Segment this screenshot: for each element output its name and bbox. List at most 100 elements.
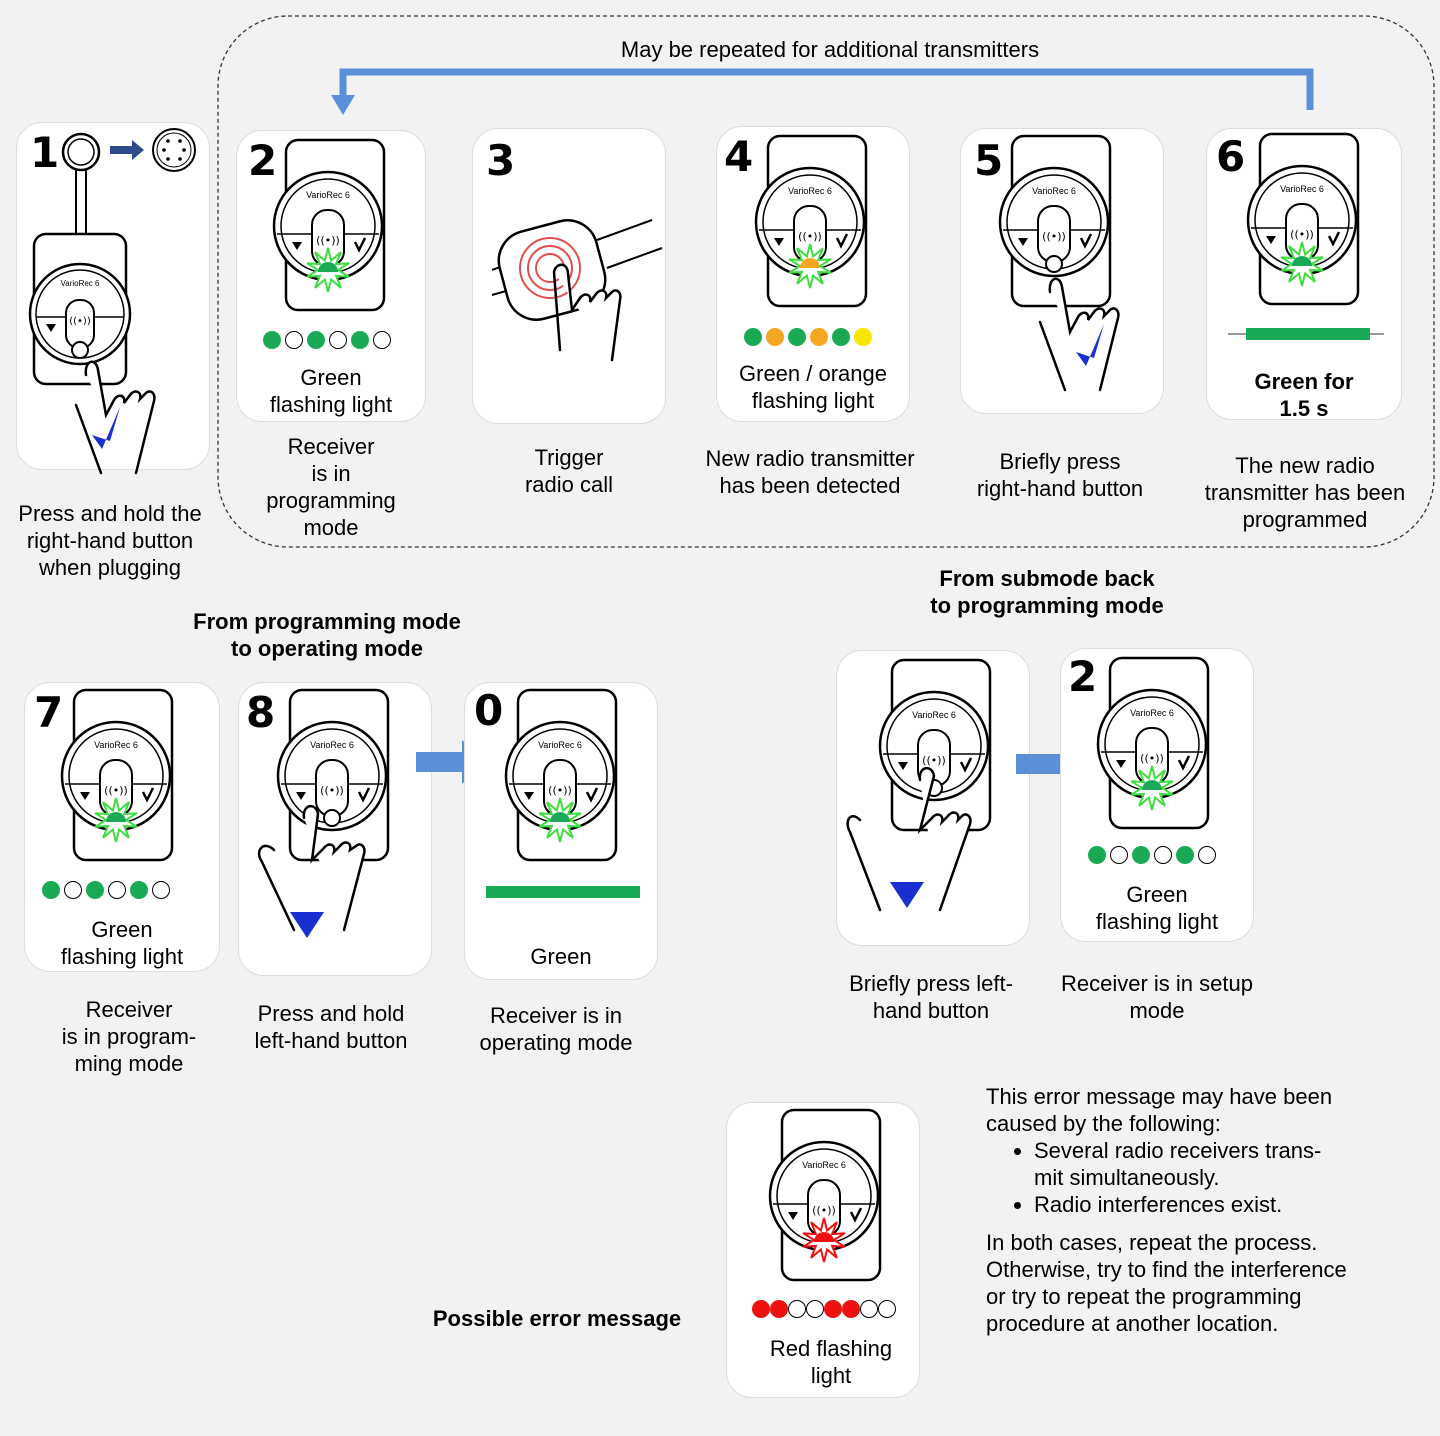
- led-dot: [263, 331, 281, 349]
- svg-text:((•)): ((•)): [69, 316, 91, 327]
- step-number: 8: [246, 688, 276, 737]
- led-dot: [810, 328, 828, 346]
- receiver-device-icon: ((•)) VarioRec 6: [1246, 132, 1360, 306]
- led-dot: [42, 881, 60, 899]
- receiver-device-icon: ((•)) VarioRec 6: [754, 134, 868, 308]
- device-label: VarioRec 6: [538, 740, 582, 750]
- led-pattern: [1088, 846, 1216, 864]
- led-dot: [329, 331, 347, 349]
- device-label: VarioRec 6: [1280, 184, 1324, 194]
- hand-pressing-icon: [257, 805, 366, 938]
- device-label: VarioRec 6: [61, 279, 101, 288]
- device-label: VarioRec 6: [310, 740, 354, 750]
- led-dot: [878, 1300, 896, 1318]
- light-label: Green: [530, 944, 592, 969]
- solid-light-bar: [1246, 328, 1370, 340]
- led-dot: [860, 1300, 878, 1318]
- solid-light-bar: [486, 886, 640, 898]
- receiver-device-icon: ((•)) VarioRec 6: [504, 688, 618, 862]
- led-dot: [307, 331, 325, 349]
- step-number: 5: [974, 136, 1004, 185]
- led-dot: [108, 881, 126, 899]
- plug-connector-illustration: [61, 128, 196, 234]
- led-dot: [86, 881, 104, 899]
- led-dot: [832, 328, 850, 346]
- led-dot: [152, 881, 170, 899]
- step-number: 6: [1216, 132, 1246, 181]
- hand-pressing-icon: [1038, 277, 1120, 392]
- svg-text:((•)): ((•)): [1042, 230, 1066, 243]
- svg-text:((•)): ((•)): [548, 784, 572, 797]
- led-dot: [788, 1300, 806, 1318]
- device-label: VarioRec 6: [94, 740, 138, 750]
- led-dot: [1132, 846, 1150, 864]
- svg-text:((•)): ((•)): [1140, 752, 1164, 765]
- svg-text:((•)): ((•)): [104, 784, 128, 797]
- step-number: 1: [30, 128, 60, 177]
- step-number: 3: [486, 136, 516, 185]
- svg-text:((•)): ((•)): [798, 230, 822, 243]
- device-label: VarioRec 6: [1130, 708, 1174, 718]
- led-dot: [351, 331, 369, 349]
- led-dot: [752, 1300, 770, 1318]
- led-dot: [770, 1300, 788, 1318]
- device-label: VarioRec 6: [912, 710, 956, 720]
- receiver-device-icon: VarioRec 6 ((•)): [28, 232, 132, 386]
- svg-text:((•)): ((•)): [812, 1204, 836, 1217]
- led-dot: [854, 328, 872, 346]
- receiver-device-icon: ((•)) VarioRec 6: [60, 688, 174, 862]
- heading-error: Possible error message: [432, 1306, 682, 1331]
- svg-text:((•)): ((•)): [316, 234, 340, 247]
- step-number: 2: [1068, 652, 1098, 701]
- led-dot: [766, 328, 784, 346]
- led-pattern: [263, 331, 391, 349]
- led-dot: [373, 331, 391, 349]
- device-label: VarioRec 6: [788, 186, 832, 196]
- step-number: 0: [474, 686, 504, 735]
- led-dot: [744, 328, 762, 346]
- hand-pressing-icon: [74, 360, 156, 475]
- led-dot: [806, 1300, 824, 1318]
- receiver-device-icon: ((•)) VarioRec 6: [768, 1108, 882, 1282]
- error-cause-item: Radio interferences exist.: [1034, 1191, 1426, 1218]
- receiver-device-icon: ((•)) VarioRec 6: [1096, 656, 1210, 830]
- receiver-device-icon: ((•)) VarioRec 6: [998, 134, 1112, 308]
- error-cause-item: Several radio receivers trans-mit simult…: [1034, 1137, 1426, 1191]
- led-dot: [1154, 846, 1172, 864]
- step-number: 4: [724, 132, 754, 181]
- led-dot: [1110, 846, 1128, 864]
- led-pattern: [42, 881, 170, 899]
- device-label: VarioRec 6: [306, 190, 350, 200]
- led-pattern: [752, 1300, 896, 1318]
- led-dot: [64, 881, 82, 899]
- led-dot: [842, 1300, 860, 1318]
- led-dot: [788, 328, 806, 346]
- submode-step-1-caption: Briefly press left-hand button: [849, 971, 1013, 1023]
- led-dot: [1088, 846, 1106, 864]
- svg-text:((•)): ((•)): [1290, 228, 1314, 241]
- led-dot: [130, 881, 148, 899]
- receiver-device-icon: ((•)) VarioRec 6: [272, 138, 386, 312]
- step-number: 2: [248, 136, 278, 185]
- led-dot: [1198, 846, 1216, 864]
- led-dot: [1176, 846, 1194, 864]
- loop-label: May be repeated for additional transmitt…: [620, 37, 1040, 62]
